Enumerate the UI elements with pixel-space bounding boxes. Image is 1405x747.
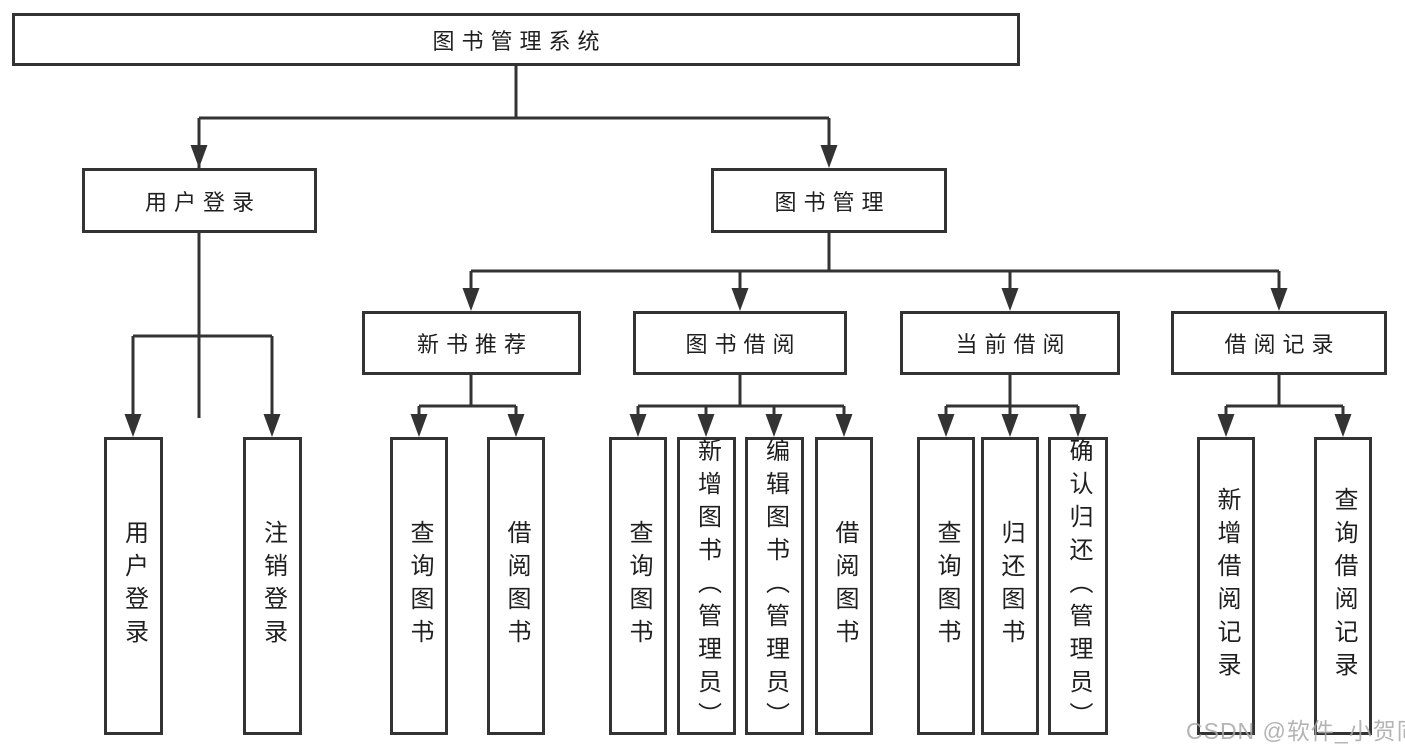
node-label: 新书推荐 [416, 332, 533, 357]
node-label: 查询图书 [625, 520, 652, 652]
node-label: 确认归还（管理员） [1065, 437, 1092, 735]
node-new-book-recommendation: 新书推荐 [362, 311, 581, 375]
leaf-add-borrow-record: 新增借阅记录 [1197, 437, 1255, 735]
node-library-management-system: 图书管理系统 [12, 13, 1020, 66]
node-label: 图书借阅 [685, 332, 802, 357]
node-borrowing-records: 借阅记录 [1171, 311, 1387, 375]
node-label: 借阅图书 [831, 520, 858, 652]
node-label: 用户登录 [144, 189, 261, 215]
node-label: 注销登录 [259, 520, 287, 652]
arrowheads [124, 145, 1352, 437]
leaf-user-login: 用户登录 [104, 437, 163, 735]
leaf-borrow-books: 借阅图书 [815, 437, 873, 735]
node-label: 图书管理系统 [432, 28, 607, 54]
node-book-borrowing: 图书借阅 [633, 311, 847, 375]
node-label: 查询图书 [406, 520, 433, 652]
leaf-borrow-books-recommend: 借阅图书 [487, 437, 545, 735]
leaf-confirm-return-admin: 确认归还（管理员） [1048, 437, 1108, 735]
node-label: 编辑图书（管理员） [761, 437, 789, 735]
leaf-query-books-current: 查询图书 [917, 437, 975, 735]
node-label: 归还图书 [997, 520, 1024, 652]
node-user-login: 用户登录 [82, 168, 317, 233]
node-label: 新增借阅记录 [1213, 487, 1240, 685]
node-label: 用户登录 [120, 520, 148, 652]
node-label: 图书管理 [774, 189, 891, 215]
node-label: 查询借阅记录 [1330, 487, 1357, 685]
node-current-borrowing: 当前借阅 [900, 311, 1120, 375]
leaf-return-books: 归还图书 [981, 437, 1039, 735]
leaf-query-books-recommend: 查询图书 [390, 437, 448, 735]
leaf-query-books-borrowing: 查询图书 [609, 437, 667, 735]
leaf-logout: 注销登录 [243, 437, 302, 735]
node-label: 借阅图书 [503, 520, 530, 652]
csdn-watermark: CSDN @软件_小贺同学 [1186, 718, 1405, 744]
node-book-management: 图书管理 [711, 168, 947, 233]
node-label: 借阅记录 [1224, 332, 1341, 357]
node-label: 新增图书（管理员） [693, 437, 721, 735]
node-label: 查询图书 [933, 520, 960, 652]
leaf-add-books-admin: 新增图书（管理员） [677, 437, 736, 735]
leaf-query-borrow-record: 查询借阅记录 [1314, 437, 1372, 735]
leaf-edit-books-admin: 编辑图书（管理员） [745, 437, 804, 735]
node-label: 当前借阅 [955, 332, 1072, 357]
